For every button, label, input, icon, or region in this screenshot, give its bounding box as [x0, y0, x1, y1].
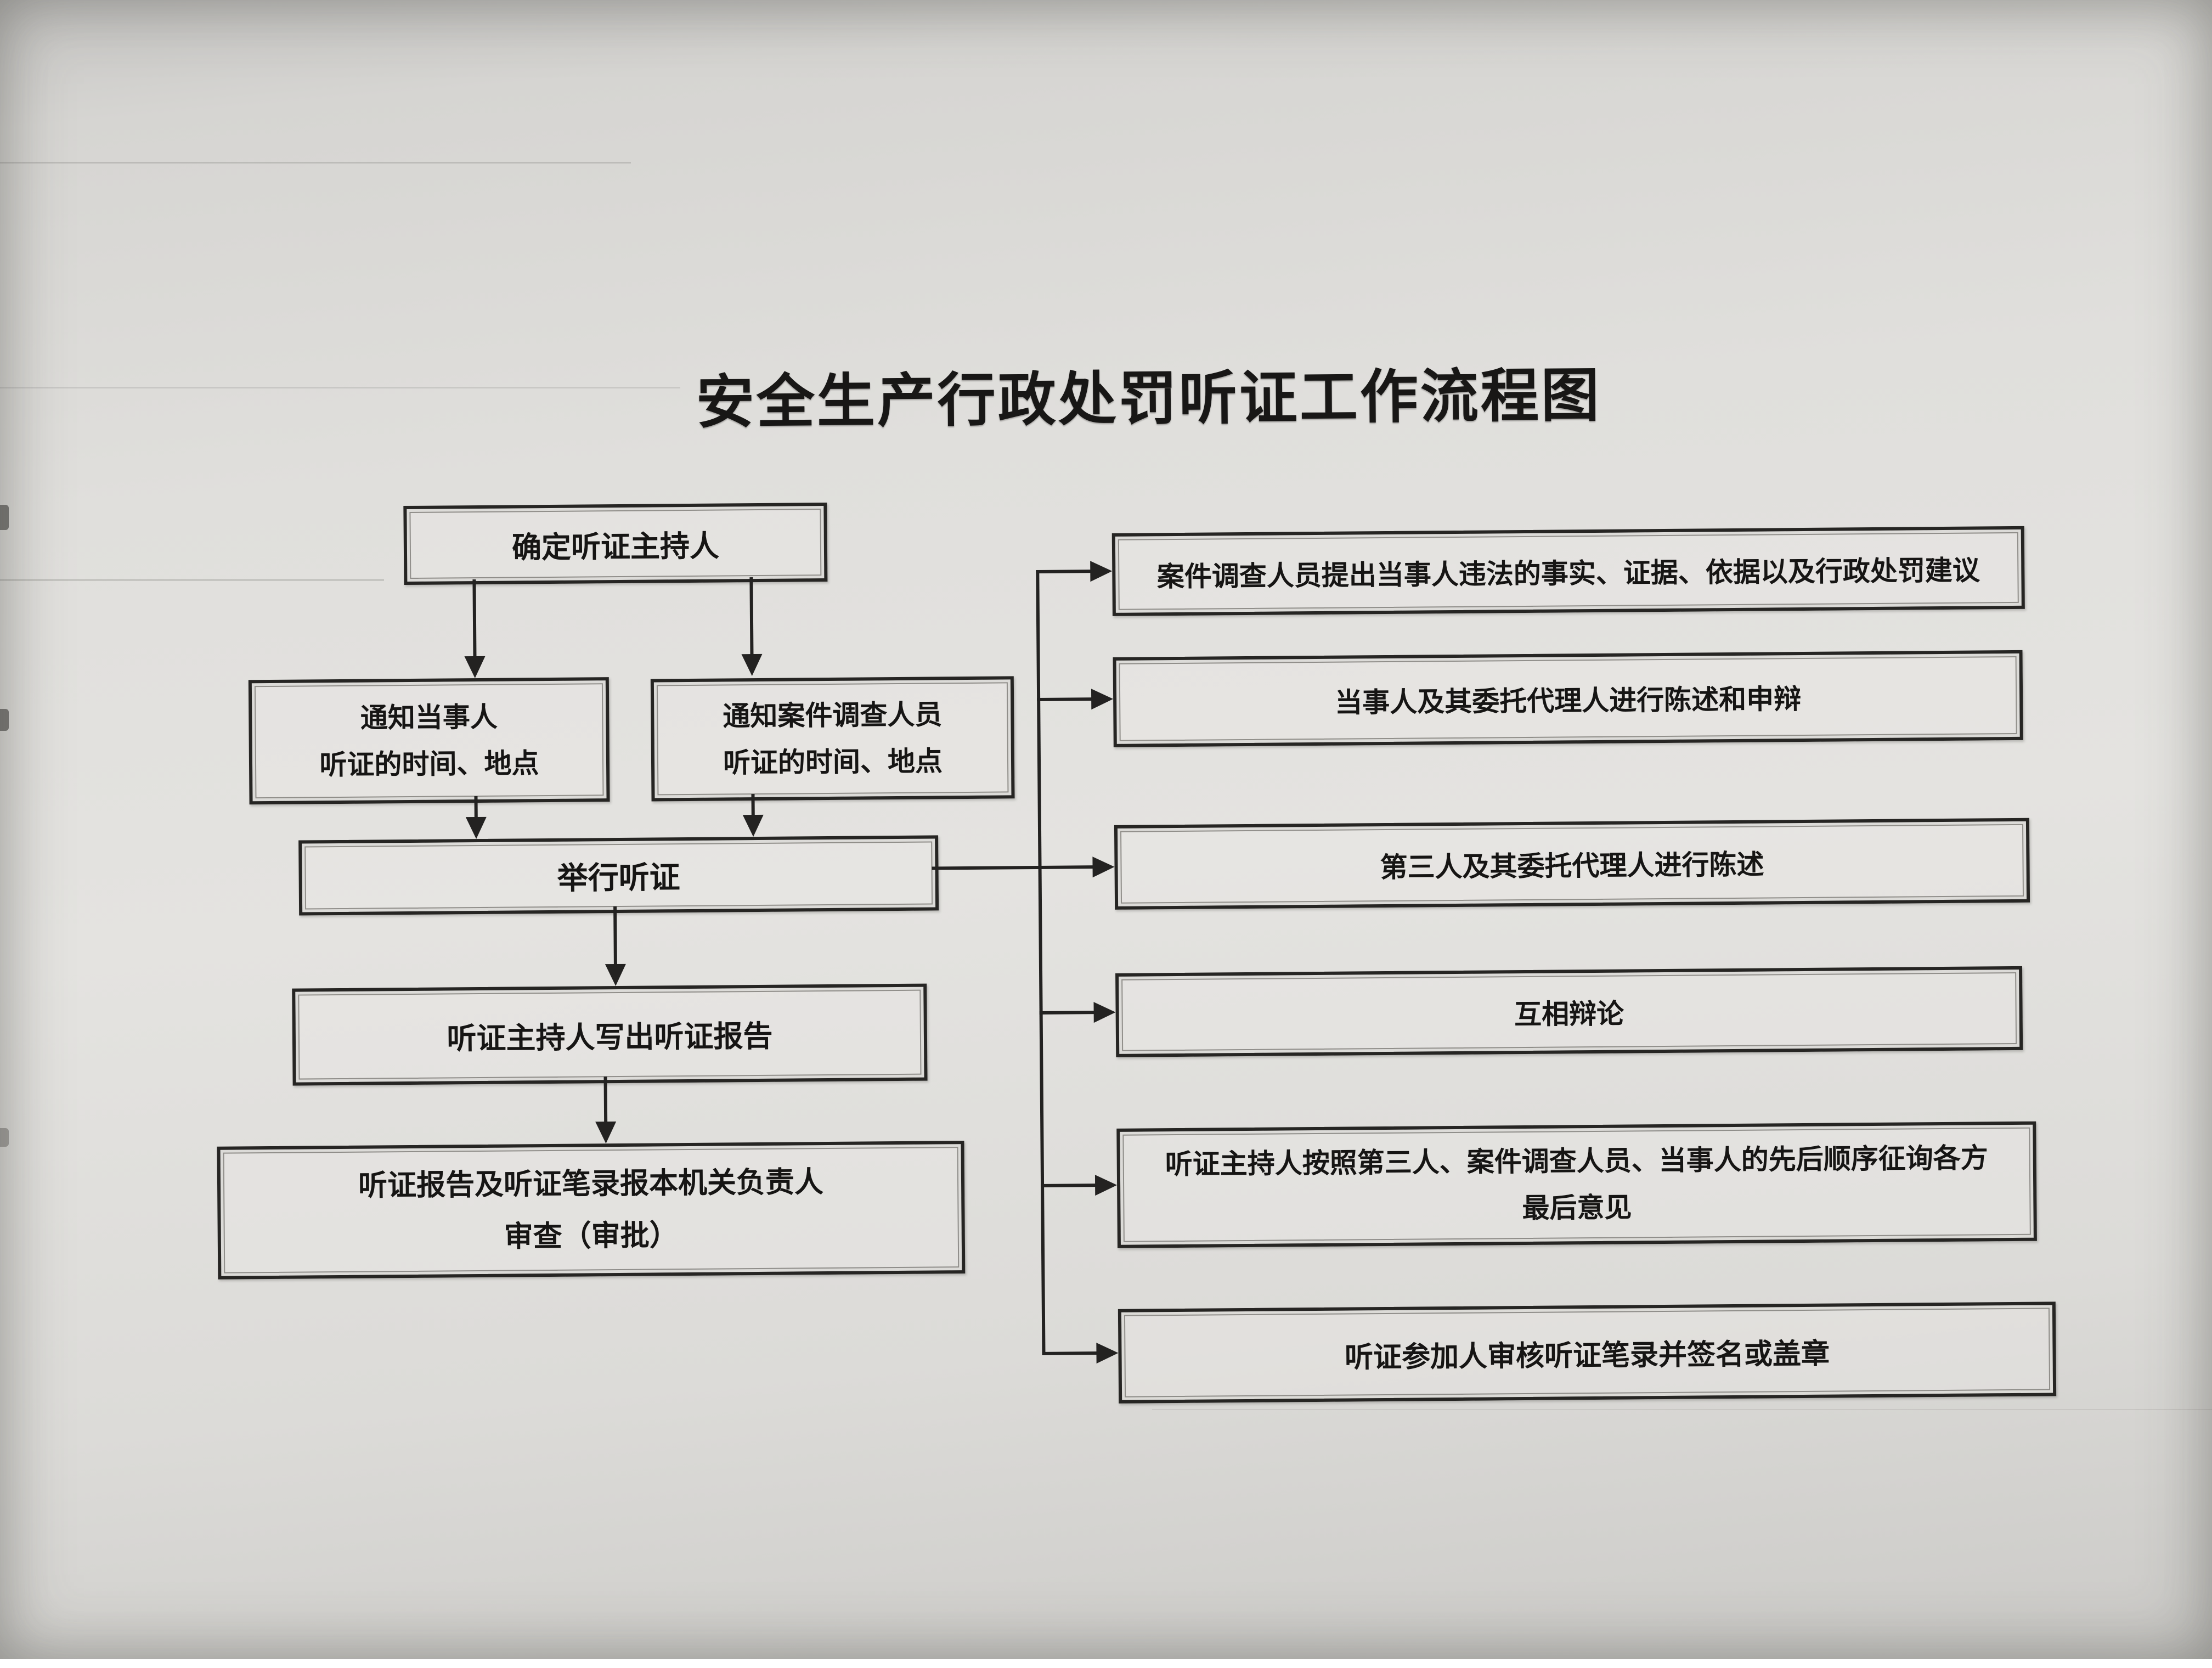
- arrow-right-icon: [1090, 560, 1113, 582]
- paper-edge-mark: [0, 505, 9, 530]
- arrow-down-icon: [595, 1122, 617, 1144]
- paper-edge-mark: [0, 709, 9, 731]
- connector-line: [1041, 1184, 1098, 1187]
- arrow-right-icon: [1092, 856, 1115, 878]
- arrow-right-icon: [1093, 1001, 1116, 1023]
- flow-step-sign-transcript: 听证参加人审核听证笔录并签名或盖章: [1118, 1301, 2057, 1404]
- connector-line: [603, 1077, 608, 1124]
- connector-line: [749, 577, 754, 656]
- flow-step-final-opinions: 听证主持人按照第三人、案件调查人员、当事人的先后顺序征询各方 最后意见: [1116, 1121, 2037, 1248]
- flow-step-mutual-debate: 互相辩论: [1115, 966, 2023, 1057]
- flow-step-report-review-approval: 听证报告及听证笔录报本机关负责人 审查（审批）: [217, 1141, 966, 1280]
- flow-step-party-statement-defense: 当事人及其委托代理人进行陈述和申辩: [1113, 650, 2023, 747]
- connector-line: [472, 579, 477, 658]
- arrow-right-icon: [1096, 1342, 1119, 1364]
- connector-trunk-line: [1036, 570, 1046, 1355]
- flow-step-host-writes-report: 听证主持人写出听证报告: [292, 983, 928, 1086]
- arrow-down-icon: [742, 814, 764, 837]
- connector-line: [613, 906, 617, 966]
- arrow-down-icon: [464, 656, 486, 679]
- flow-step-notify-investigators: 通知案件调查人员 听证的时间、地点: [650, 676, 1015, 802]
- arrow-right-icon: [1094, 1174, 1118, 1196]
- connector-line: [474, 796, 478, 819]
- arrow-right-icon: [1091, 688, 1114, 710]
- flow-step-investigators-present-facts: 案件调查人员提出当事人违法的事实、证据、依据以及行政处罚建议: [1111, 526, 2025, 616]
- flow-step-third-party-statement: 第三人及其委托代理人进行陈述: [1114, 818, 2030, 910]
- paper-edge-mark: [0, 1128, 9, 1147]
- connector-line: [932, 865, 1095, 870]
- connector-line: [1037, 697, 1094, 701]
- connector-line: [1039, 1011, 1096, 1015]
- arrow-down-icon: [605, 963, 627, 987]
- connector-line: [1042, 1351, 1099, 1355]
- arrow-down-icon: [741, 653, 763, 677]
- flow-step-hold-hearing: 举行听证: [298, 835, 939, 916]
- connector-line: [1036, 570, 1093, 573]
- page-title: 安全生产行政处罚听证工作流程图: [696, 363, 1602, 435]
- flow-step-notify-party: 通知当事人 听证的时间、地点: [248, 677, 610, 805]
- connector-line: [751, 794, 755, 817]
- arrow-down-icon: [465, 816, 487, 839]
- flow-step-determine-hearing-host: 确定听证主持人: [403, 502, 828, 585]
